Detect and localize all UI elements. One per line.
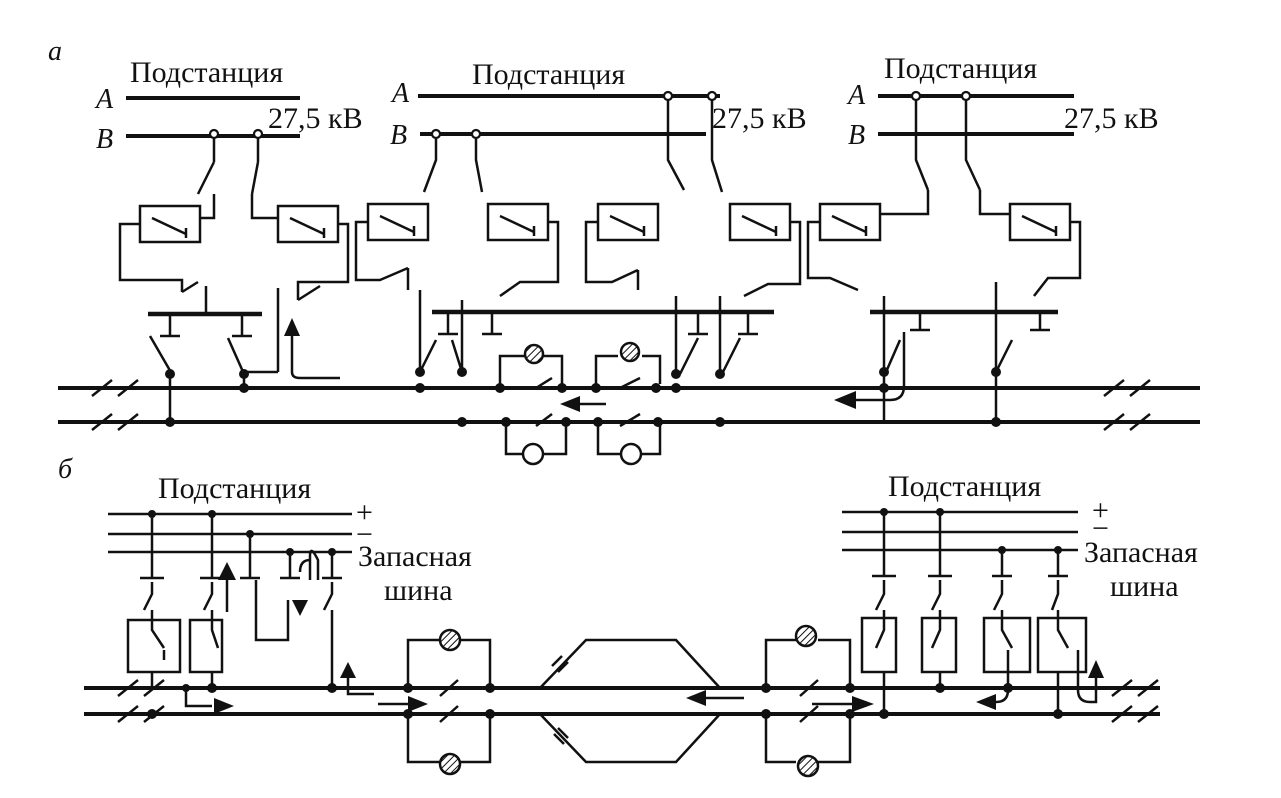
plus-label: + bbox=[356, 496, 373, 529]
panel-b-label: б bbox=[58, 454, 73, 485]
substation-title: Подстанция bbox=[158, 472, 311, 505]
bus-b-label: B bbox=[96, 124, 113, 155]
plus-label: + bbox=[1092, 494, 1109, 527]
bus-b-label: B bbox=[848, 120, 865, 151]
spare-bus-label: Запасная bbox=[358, 540, 472, 573]
panel-b-substation-1: Подстанция + − Запасная шина bbox=[108, 472, 472, 714]
panel-b-contact-wires bbox=[84, 624, 1160, 778]
spare-bus-label: Запасная bbox=[1084, 536, 1198, 569]
bus-a-label: A bbox=[94, 84, 114, 115]
substation-title: Подстанция bbox=[472, 58, 625, 91]
spare-bus-label-2: шина bbox=[384, 574, 453, 607]
voltage-label: 27,5 кВ bbox=[268, 102, 363, 135]
voltage-label: 27,5 кВ bbox=[1064, 102, 1159, 135]
panel-a-label: а bbox=[48, 36, 62, 67]
bus-b-label: B bbox=[390, 120, 407, 151]
minus-label: − bbox=[356, 518, 373, 551]
panel-a-substation-3: Подстанция A B 27,5 кВ bbox=[806, 52, 1159, 420]
bus-a-label: A bbox=[390, 78, 410, 109]
substation-title: Подстанция bbox=[884, 52, 1037, 85]
panel-a-contact-wires bbox=[58, 367, 1200, 431]
spare-bus-label-2: шина bbox=[1110, 570, 1179, 603]
voltage-label: 27,5 кВ bbox=[712, 102, 807, 135]
panel-a: а Подстанция A B 27,5 кВ Подста bbox=[48, 36, 1200, 466]
bus-a-label: A bbox=[846, 80, 866, 111]
minus-label: − bbox=[1092, 512, 1109, 545]
panel-a-substation-2: Подстанция A B 27,5 кВ bbox=[354, 58, 807, 466]
substation-title: Подстанция bbox=[888, 470, 1041, 503]
panel-b: б Подстанция + − Запасная шина bbox=[58, 454, 1198, 778]
panel-a-substation-1: Подстанция A B 27,5 кВ bbox=[94, 56, 363, 420]
substation-title: Подстанция bbox=[130, 56, 283, 89]
panel-b-substation-2: Подстанция + − Запасная шина bbox=[842, 470, 1198, 714]
